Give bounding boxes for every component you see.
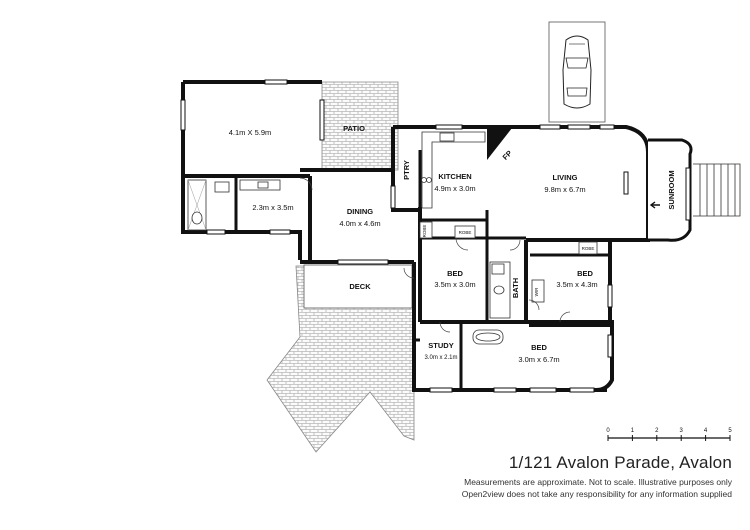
scale-tick-label: 4 <box>704 428 708 434</box>
robe-bed2 <box>578 241 598 255</box>
robe-pantry <box>419 221 433 239</box>
robe-label: ROBE <box>459 230 472 235</box>
property-address: 1/121 Avalon Parade, Avalon <box>508 453 732 472</box>
dining-dims: 4.0m x 4.6m <box>339 219 380 228</box>
kitchen-bench <box>421 131 486 209</box>
living-label: LIVING <box>552 173 577 182</box>
scale-tick-label: 2 <box>655 428 659 434</box>
bed3-label: BED <box>531 343 547 352</box>
study-label: STUDY <box>428 341 453 350</box>
wir-bed2 <box>531 279 545 303</box>
scale-tick-label: 0 <box>606 428 610 434</box>
scale-tick-label: 3 <box>680 428 684 434</box>
scale-tick-label: 5 <box>728 428 732 434</box>
fireplace-icon <box>487 128 512 160</box>
wir-label: WIR <box>534 287 539 296</box>
fireplace-label: FP <box>501 149 514 162</box>
bed2-dims: 3.5m x 4.3m <box>556 280 597 289</box>
bath-label: BATH <box>511 278 520 298</box>
windows <box>180 79 629 393</box>
robes <box>419 221 598 303</box>
car-icon <box>562 35 592 109</box>
kitchen-label: KITCHEN <box>438 172 471 181</box>
robe-bed1 <box>454 225 476 239</box>
disclaimer-line-1: Measurements are approximate. Not to sca… <box>464 477 732 487</box>
deck-boards <box>303 264 413 309</box>
bed1-dims: 3.5m x 3.0m <box>434 280 475 289</box>
patio-label: PATIO <box>343 124 365 133</box>
robe-label-bed2: ROBE <box>582 246 595 251</box>
deck-label: DECK <box>349 282 371 291</box>
bath-fixtures <box>472 261 511 345</box>
bed2-label: BED <box>577 269 593 278</box>
sunroom-window <box>685 167 691 221</box>
study-dims: 3.0m x 2.1m <box>424 355 457 361</box>
garage-dims: 4.1m X 5.9m <box>229 128 272 137</box>
door-swings <box>299 177 571 333</box>
entry-arrow-icon <box>649 201 660 209</box>
laundry-fixtures <box>187 179 281 231</box>
living-dims: 9.8m x 6.7m <box>544 185 585 194</box>
scale-tick-label: 1 <box>631 428 635 434</box>
pantry-label: PTRY <box>402 160 411 180</box>
carport <box>548 21 606 123</box>
sunroom-label: SUNROOM <box>667 170 676 209</box>
bed3-dims: 3.0m x 6.7m <box>518 355 559 364</box>
disclaimer-line-2: Open2view does not take any responsibili… <box>461 489 732 499</box>
bed1-label: BED <box>447 269 463 278</box>
store-dims: 2.3m x 3.5m <box>252 203 293 212</box>
robe-label-pantry: ROBE <box>422 225 427 238</box>
steps <box>693 163 741 217</box>
dining-label: DINING <box>347 207 373 216</box>
scale-bar: 0 1 2 3 4 5 <box>606 428 732 441</box>
kitchen-dims: 4.9m x 3.0m <box>434 184 475 193</box>
patio-paving <box>321 81 399 171</box>
